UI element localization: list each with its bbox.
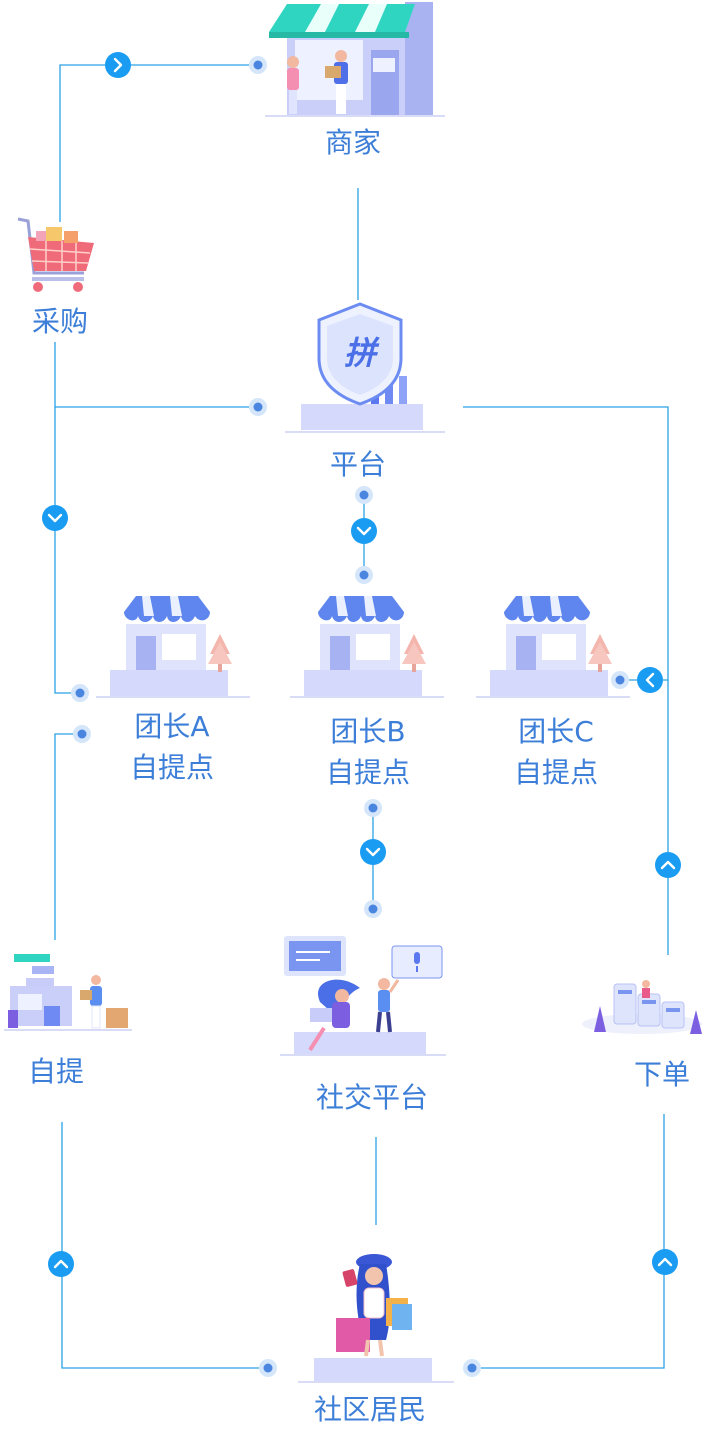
line-pickup-to-leader-a [54,733,82,940]
residents-label: 社区居民 [313,1393,426,1426]
shopping-cart-icon [17,217,94,292]
pickup-label: 自提 [27,1055,84,1088]
leader-a-label-1: 团长A [134,710,210,743]
order-label: 下单 [633,1058,690,1091]
dot [73,725,91,743]
line-order-to-residents [472,1114,665,1369]
dot [249,56,267,74]
dot [355,566,373,584]
line-pickup-to-residents [61,1122,268,1369]
merchant-label: 商家 [324,126,381,159]
dot [259,1359,277,1377]
chevron-up-icon [655,852,681,878]
order-illustration [582,980,702,1034]
leader-b-store-illustration [290,596,444,698]
chevron-down-icon [351,518,377,544]
platform-label: 平台 [329,448,386,481]
line-purchase-to-merchant [59,64,258,222]
dot [71,684,89,702]
chevron-down-icon [360,839,386,865]
social-platform-illustration [280,936,446,1056]
platform-logo-text: 拼 [344,334,380,372]
platform-shield-illustration: 拼 [285,302,445,433]
dot [355,486,373,504]
leader-a-store-illustration [96,596,250,698]
dot [249,398,267,416]
leader-b-label-1: 团长B [330,715,406,748]
social-label: 社交平台 [315,1081,428,1114]
chevron-left-icon [637,667,663,693]
leader-a-label-2: 自提点 [129,751,214,784]
merchant-store-illustration [265,2,445,117]
dot [611,671,629,689]
dot [463,1359,481,1377]
chevron-down-icon [42,505,68,531]
leader-c-store-illustration [476,596,630,698]
leader-c-label-2: 自提点 [513,756,598,789]
chevron-up-icon [652,1249,678,1275]
chevron-right-icon [105,52,131,78]
purchase-label: 采购 [31,305,88,338]
dot [364,900,382,918]
dot [364,799,382,817]
leader-c-label-1: 团长C [518,715,594,748]
chevron-up-icon [48,1251,74,1277]
leader-b-label-2: 自提点 [325,756,410,789]
pickup-illustration [4,954,132,1031]
residents-illustration [298,1254,454,1383]
